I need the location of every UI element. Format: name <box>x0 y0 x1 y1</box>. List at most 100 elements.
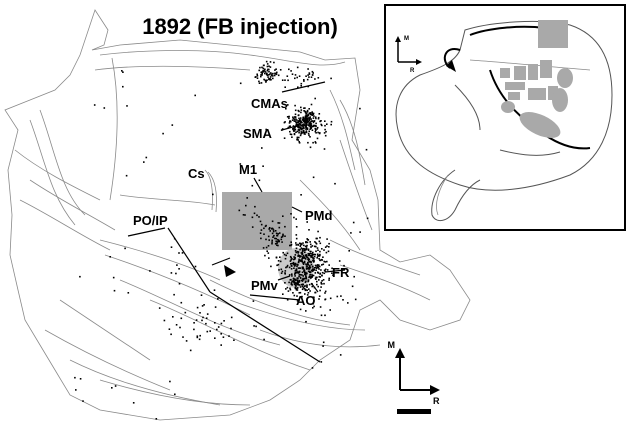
inset-compass: M R <box>395 36 422 74</box>
labelled-cell <box>325 251 328 254</box>
labelled-cell <box>290 133 293 136</box>
labelled-cell <box>316 265 318 267</box>
labelled-cell <box>302 131 304 134</box>
labelled-cell <box>303 270 305 272</box>
labelled-cell <box>259 232 262 234</box>
labelled-cell <box>300 127 302 130</box>
labelled-cell <box>196 336 199 339</box>
labelled-cell <box>269 76 272 78</box>
labelled-cell <box>291 73 294 75</box>
labelled-cell <box>295 237 298 240</box>
labelled-cell <box>305 320 307 323</box>
labelled-cell <box>310 269 313 272</box>
labelled-cell <box>245 204 247 207</box>
labelled-cell <box>321 264 323 266</box>
labelled-cell <box>312 257 314 259</box>
labelled-cell <box>267 74 270 76</box>
labelled-cell <box>310 103 313 106</box>
labelled-cell <box>295 247 298 250</box>
labelled-cell <box>308 123 311 125</box>
labelled-cell <box>280 272 283 274</box>
labelled-cell <box>303 249 306 252</box>
labelled-cell <box>299 242 301 245</box>
labelled-cell <box>303 271 306 274</box>
labelled-cell <box>307 264 310 266</box>
labelled-cell <box>311 253 314 255</box>
labelled-cell <box>273 74 276 77</box>
labelled-cell <box>310 252 312 255</box>
labelled-cell <box>294 272 297 274</box>
labelled-cell <box>297 139 299 141</box>
labelled-cell <box>309 128 311 130</box>
labelled-cell <box>268 228 270 230</box>
labelled-cell <box>289 260 292 262</box>
labelled-cell <box>296 300 299 302</box>
labelled-cell <box>287 79 289 82</box>
labelled-cell <box>309 290 311 292</box>
labelled-cell <box>262 71 264 73</box>
labelled-cell <box>326 123 328 125</box>
labelled-cell <box>313 269 315 271</box>
labelled-cell <box>309 113 312 116</box>
labelled-cell <box>315 117 317 120</box>
labelled-cell <box>328 246 330 248</box>
labelled-cell <box>324 270 326 272</box>
labelled-cell <box>251 184 254 187</box>
labelled-cell <box>312 124 315 127</box>
labelled-cell <box>318 298 320 300</box>
labelled-cell <box>298 140 300 143</box>
labelled-cell <box>324 246 327 248</box>
labelled-cell <box>201 319 203 322</box>
labelled-cell <box>305 127 308 129</box>
labelled-cell <box>284 86 286 88</box>
labelled-cell <box>305 130 308 132</box>
labelled-cell <box>312 112 315 115</box>
labelled-cell <box>312 72 314 74</box>
labelled-cell <box>310 260 312 263</box>
labelled-cell <box>315 245 317 248</box>
labelled-cell <box>295 226 298 228</box>
labelled-cell <box>328 242 330 245</box>
labelled-cell <box>316 137 319 140</box>
labelled-cell <box>314 291 317 294</box>
labelled-cell <box>314 127 316 130</box>
labelled-cell <box>320 282 323 285</box>
labelled-cell <box>291 119 294 121</box>
labelled-cell <box>290 278 292 281</box>
labelled-cell <box>308 134 310 137</box>
labelled-cell <box>282 251 284 254</box>
labelled-cell <box>288 68 290 71</box>
labelled-cell <box>304 257 307 260</box>
compass-medial: M <box>388 340 396 350</box>
labelled-cell <box>304 107 306 109</box>
labelled-cell <box>325 130 327 133</box>
labelled-cell <box>174 393 176 396</box>
labelled-cell <box>275 232 278 235</box>
labelled-cell <box>170 272 173 274</box>
labelled-cell <box>320 281 322 284</box>
labelled-cell <box>292 125 295 127</box>
labelled-cell <box>312 302 315 305</box>
labelled-cell <box>256 75 259 77</box>
labelled-cell <box>162 132 164 135</box>
labelled-cell <box>299 308 302 311</box>
labelled-cell <box>267 252 270 254</box>
labelled-cell <box>278 222 281 224</box>
labelled-cell <box>313 258 315 260</box>
labelled-cell <box>309 121 311 124</box>
labelled-cell <box>200 294 203 296</box>
labelled-cell <box>319 289 321 292</box>
labelled-cell <box>260 237 262 240</box>
labelled-cell <box>338 260 341 262</box>
labelled-cell <box>303 285 306 288</box>
labelled-cell <box>340 295 342 297</box>
labelled-cell <box>312 268 314 270</box>
labelled-cell <box>314 264 317 267</box>
labelled-cell <box>269 230 271 232</box>
labelled-cell <box>303 256 306 258</box>
labelled-cell <box>300 255 302 257</box>
labelled-cell <box>276 242 278 244</box>
labelled-cell <box>329 309 331 311</box>
labelled-cell <box>287 104 289 106</box>
labelled-cell <box>268 239 270 241</box>
